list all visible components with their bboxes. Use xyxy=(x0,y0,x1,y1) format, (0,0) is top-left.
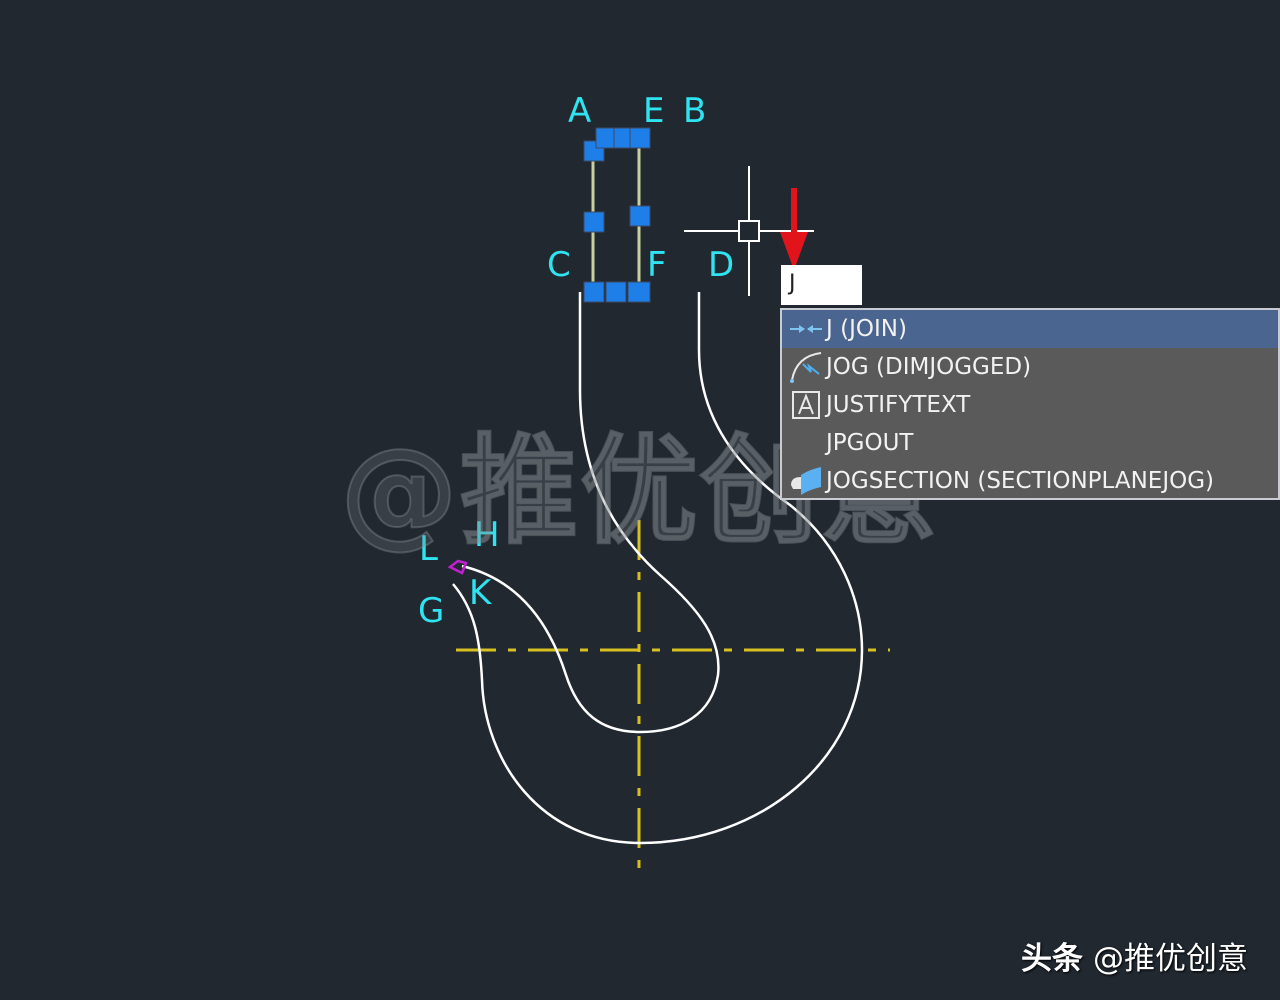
menu-item-label: JPGOUT xyxy=(826,430,914,456)
centerlines xyxy=(456,520,890,868)
menu-item-label: J (JOIN) xyxy=(826,316,907,342)
jogsection-icon xyxy=(788,464,824,498)
hook-geometry[interactable] xyxy=(452,292,864,845)
menu-item-justifytext[interactable]: JUSTIFYTEXT xyxy=(782,386,1278,424)
point-label-f: F xyxy=(647,245,667,285)
point-label-a: A xyxy=(568,91,592,131)
grip[interactable] xyxy=(605,281,627,303)
dimjogged-icon xyxy=(788,350,824,384)
command-autocomplete-menu: J (JOIN) JOG (DIMJOGGED) JUSTIFYTEXT JPG… xyxy=(780,308,1280,500)
join-icon xyxy=(788,312,824,346)
grip[interactable] xyxy=(627,281,651,303)
menu-item-jog[interactable]: JOG (DIMJOGGED) xyxy=(782,348,1278,386)
point-label-h: H xyxy=(474,515,500,555)
point-label-k: K xyxy=(469,573,492,613)
grip[interactable] xyxy=(629,127,651,149)
grip[interactable] xyxy=(583,211,605,233)
point-label-g: G xyxy=(418,591,445,631)
red-arrow-icon xyxy=(780,188,808,270)
selected-slot[interactable] xyxy=(583,127,651,303)
grip[interactable] xyxy=(583,281,605,303)
menu-item-jpgout[interactable]: JPGOUT xyxy=(782,424,1278,462)
menu-item-jogsection[interactable]: JOGSECTION (SECTIONPLANEJOG) xyxy=(782,462,1278,500)
menu-item-label: JOGSECTION (SECTIONPLANEJOG) xyxy=(826,468,1215,494)
point-label-l: L xyxy=(419,529,438,569)
endpoint-marker-icon xyxy=(447,559,468,575)
grip[interactable] xyxy=(595,127,617,149)
point-label-e: E xyxy=(643,91,665,131)
point-label-c: C xyxy=(547,245,571,285)
menu-item-join[interactable]: J (JOIN) xyxy=(782,310,1278,348)
grip[interactable] xyxy=(629,205,651,227)
point-label-b: B xyxy=(683,91,707,131)
brand-prefix: 头条 xyxy=(1021,941,1083,977)
justifytext-icon xyxy=(788,388,824,422)
footer-brand: 头条 @推优创意 xyxy=(1021,933,1248,978)
command-input[interactable]: J xyxy=(781,265,862,305)
brand-handle: @推优创意 xyxy=(1093,941,1248,977)
menu-item-label: JOG (DIMJOGGED) xyxy=(826,354,1032,380)
menu-item-label: JUSTIFYTEXT xyxy=(826,392,971,418)
point-label-d: D xyxy=(708,245,735,285)
grip[interactable] xyxy=(613,127,633,149)
